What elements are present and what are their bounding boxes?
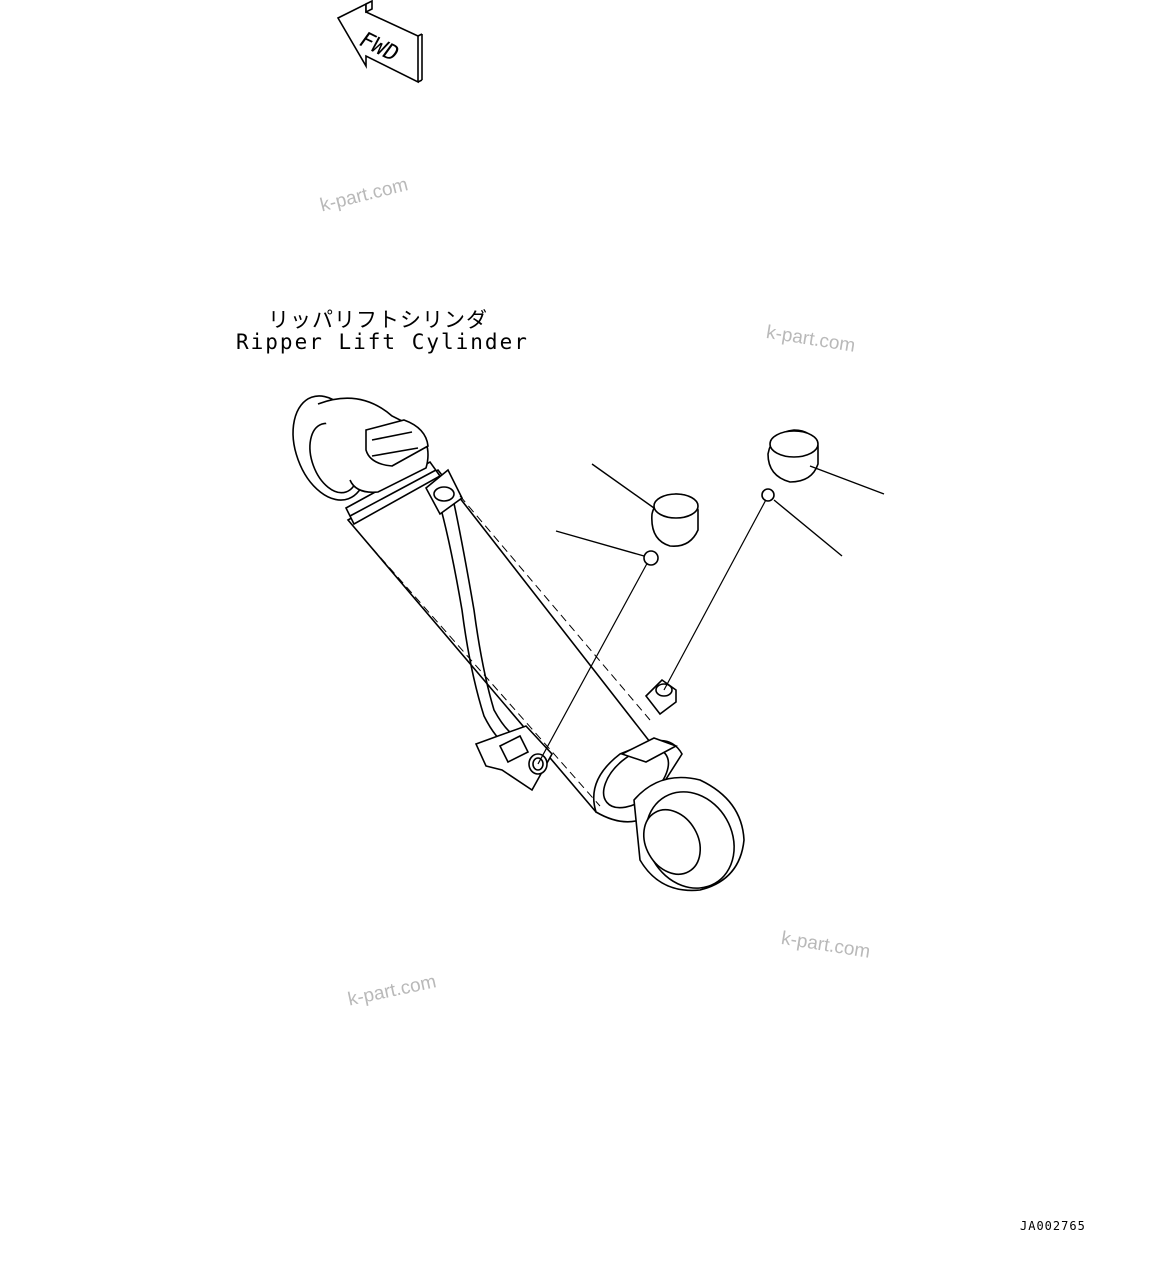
projection-lines [347,495,651,807]
drawing-code: JA002765 [1020,1219,1086,1233]
cap-icon [767,429,819,483]
o-ring-icon [643,550,659,566]
port-fitting [644,678,677,716]
leader-lines [555,463,885,557]
o-ring-icon [761,488,775,502]
hydraulic-tube [424,468,553,792]
figure-title-en: Ripper Lift Cylinder [236,330,529,354]
figure-title-jp: リッパリフトシリンダ [268,308,488,332]
cap-icon [651,493,699,547]
forward-arrow-icon: FWD [336,0,423,84]
explode-lines [537,495,769,765]
ripper-lift-cylinder [292,395,745,892]
